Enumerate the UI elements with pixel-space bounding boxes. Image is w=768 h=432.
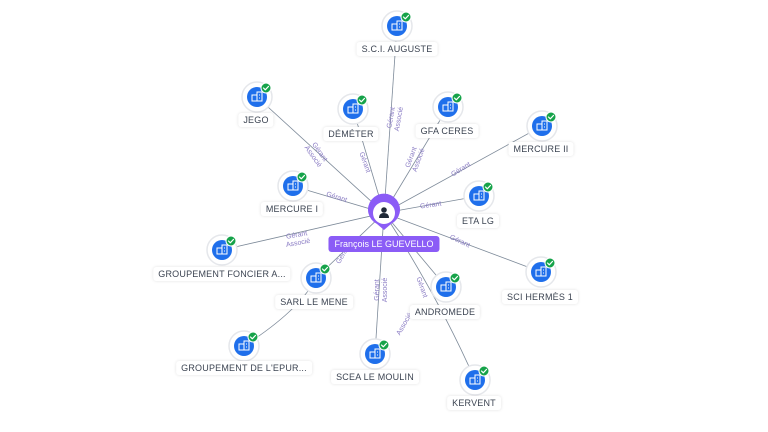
- verified-check-icon: [319, 263, 331, 275]
- building-glyph: [238, 340, 250, 351]
- edge-role-label: Gérant: [450, 161, 472, 178]
- node-label-groupement-foncier[interactable]: GROUPEMENT FONCIER A...: [153, 267, 291, 281]
- center-person-label[interactable]: François LE GUEVELLO: [328, 236, 440, 252]
- edge-role-label: Associé: [382, 278, 389, 303]
- company-node-scea-le-moulin[interactable]: [359, 338, 391, 370]
- building-glyph: [442, 101, 454, 112]
- building-glyph: [473, 190, 485, 201]
- building-glyph: [440, 281, 452, 292]
- building-glyph: [347, 103, 359, 114]
- node-label-sci-hermes[interactable]: SCI HERMÈS 1: [502, 290, 578, 304]
- edge-role-label: Gérant: [386, 107, 397, 129]
- verified-check-icon: [247, 331, 259, 343]
- building-glyph: [369, 348, 381, 359]
- verified-check-icon: [225, 235, 237, 247]
- node-label-demeter[interactable]: DÉMÉTER: [323, 127, 379, 141]
- verified-check-icon: [296, 171, 308, 183]
- node-label-sarl-le-mene[interactable]: SARL LE MENE: [275, 295, 353, 309]
- company-node-jego[interactable]: [241, 81, 273, 113]
- verified-check-icon: [544, 257, 556, 269]
- building-glyph: [216, 244, 228, 255]
- center-person-node[interactable]: [368, 193, 400, 230]
- company-nodes: [206, 10, 558, 396]
- company-node-gfa-ceres[interactable]: [432, 91, 464, 123]
- verified-check-icon: [260, 82, 272, 94]
- edge-role-label: Gérant: [325, 191, 348, 204]
- edge-role-label: Gérant: [448, 234, 470, 249]
- company-node-eta-lg[interactable]: [463, 180, 495, 212]
- company-node-groupement-epur[interactable]: [228, 330, 260, 362]
- building-glyph: [310, 272, 322, 283]
- node-label-kervent[interactable]: KERVENT: [447, 396, 501, 410]
- building-glyph: [535, 266, 547, 277]
- building-glyph: [469, 374, 481, 385]
- edge-sci-auguste: [383, 25, 398, 214]
- edge-mercure-ii: [383, 125, 543, 214]
- company-node-andromede[interactable]: [430, 271, 462, 303]
- company-node-sci-auguste[interactable]: [381, 10, 413, 42]
- node-label-andromede[interactable]: ANDROMEDE: [409, 305, 481, 319]
- company-node-mercure-i[interactable]: [277, 170, 309, 202]
- edge-role-label: Gérant: [420, 201, 442, 211]
- building-glyph: [391, 20, 403, 31]
- company-node-kervent[interactable]: [459, 364, 491, 396]
- edge-label-mercure-ii: Gérant: [450, 161, 472, 178]
- verified-check-icon: [400, 11, 412, 23]
- company-node-groupement-foncier[interactable]: [206, 234, 238, 266]
- edge-role-label: Gérant: [374, 279, 381, 300]
- edge-groupement-foncier: [221, 212, 385, 251]
- edge-role-label: Gérant: [286, 230, 308, 241]
- node-label-mercure-ii[interactable]: MERCURE II: [508, 142, 574, 156]
- node-label-sci-auguste[interactable]: S.C.I. AUGUSTE: [356, 42, 438, 56]
- edge-role-label: Associé: [394, 106, 405, 131]
- edge-label-eta-lg: Gérant: [420, 201, 442, 211]
- company-node-demeter[interactable]: [337, 93, 369, 125]
- verified-check-icon: [545, 111, 557, 123]
- edge-sci-hermes: [383, 212, 542, 273]
- building-glyph: [251, 91, 263, 102]
- edge-kervent: [383, 212, 476, 381]
- edge-jego: [256, 96, 385, 214]
- node-label-scea-le-moulin[interactable]: SCEA LE MOULIN: [331, 370, 419, 384]
- verified-check-icon: [478, 365, 490, 377]
- building-glyph: [536, 120, 548, 131]
- node-label-groupement-epur[interactable]: GROUPEMENT DE L'EPUR...: [176, 361, 312, 375]
- edge-role-label: Associé: [285, 238, 310, 249]
- edge-label-mercure-i: Gérant: [325, 191, 348, 204]
- building-glyph: [287, 180, 299, 191]
- node-label-gfa-ceres[interactable]: GFA CERES: [415, 124, 479, 138]
- company-node-sarl-le-mene[interactable]: [300, 262, 332, 294]
- verified-check-icon: [378, 339, 390, 351]
- edge-label-andromede: Gérant: [414, 276, 428, 299]
- company-node-sci-hermes[interactable]: [525, 256, 557, 288]
- node-label-jego[interactable]: JEGO: [238, 113, 274, 127]
- edge-role-label: Gérant: [414, 276, 428, 299]
- person-icon: [379, 207, 389, 218]
- edge-label-sci-hermes: Gérant: [448, 234, 470, 249]
- verified-check-icon: [482, 181, 494, 193]
- node-label-eta-lg[interactable]: ETA LG: [456, 214, 500, 228]
- company-node-mercure-ii[interactable]: [526, 110, 558, 142]
- verified-check-icon: [449, 272, 461, 284]
- verified-check-icon: [451, 92, 463, 104]
- verified-check-icon: [356, 94, 368, 106]
- node-label-mercure-i[interactable]: MERCURE I: [260, 202, 324, 216]
